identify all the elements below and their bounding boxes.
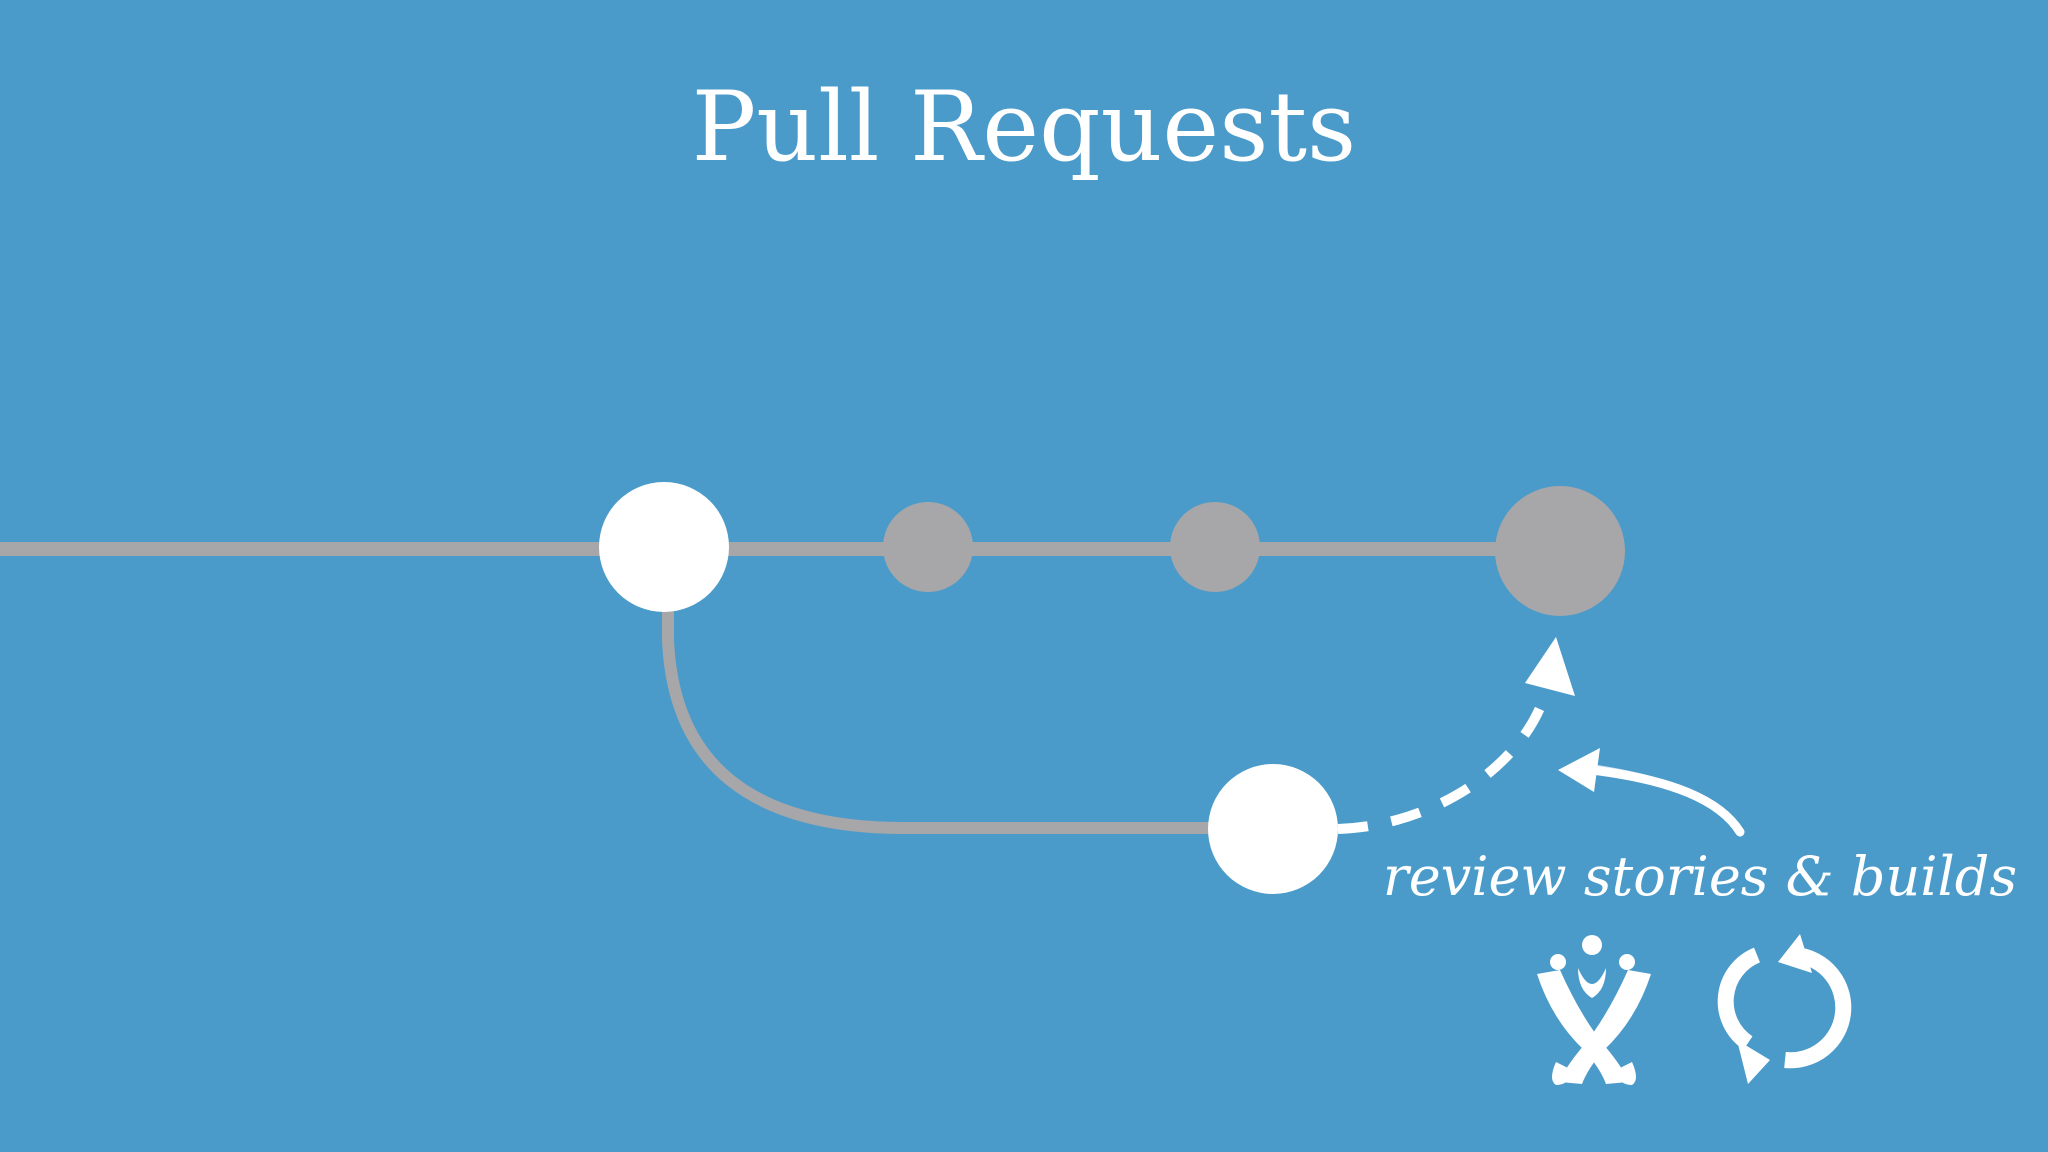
merge-dashed-arrow <box>1337 693 1550 834</box>
page-title: Pull Requests <box>692 71 1357 183</box>
feature-commit-node <box>1208 764 1338 894</box>
main-commit-node <box>883 502 973 592</box>
bamboo-sync-icon <box>1717 934 1852 1084</box>
main-commit-node <box>1170 502 1260 592</box>
review-pointer-arrow <box>1558 748 1745 837</box>
review-caption: review stories & builds <box>1383 845 2017 908</box>
jira-icon <box>1537 935 1651 1085</box>
merge-target-commit-node <box>1495 486 1625 616</box>
branch-point-commit-node <box>599 482 729 612</box>
feature-branch-line <box>662 600 1230 834</box>
merge-arrowhead <box>1525 637 1575 696</box>
